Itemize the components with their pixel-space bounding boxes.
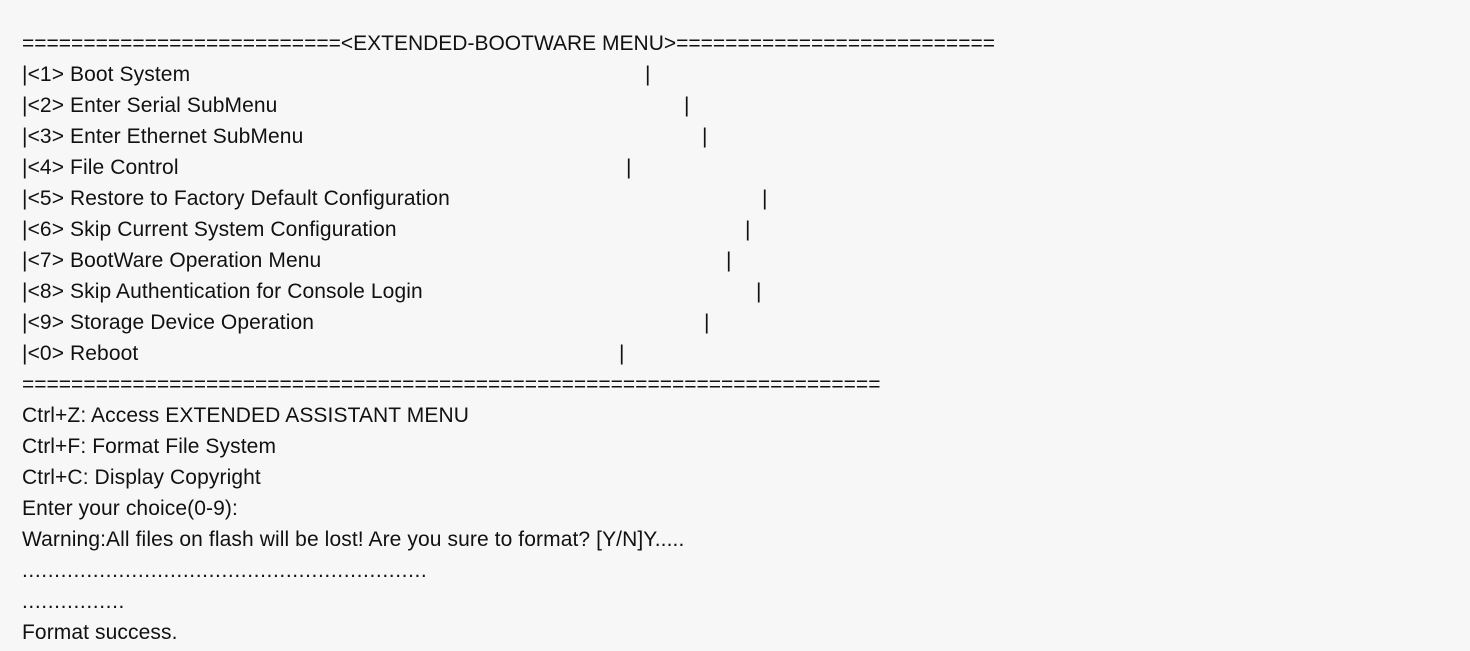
menu-border-left: | bbox=[22, 311, 28, 334]
menu-item-0[interactable]: |<0> Reboot| bbox=[0, 338, 1470, 369]
page-title: <EXTENDED-BOOTWARE MENU> bbox=[340, 32, 677, 55]
menu-item-key: <2> bbox=[27, 94, 65, 117]
menu-item-2[interactable]: |<2> Enter Serial SubMenu| bbox=[0, 90, 1470, 121]
menu-header-line: ==========================<EXTENDED-BOOT… bbox=[0, 28, 1470, 59]
menu-item-label: Storage Device Operation bbox=[70, 311, 315, 334]
menu-item-key: <3> bbox=[27, 125, 65, 148]
menu-item-label: Enter Serial SubMenu bbox=[70, 94, 278, 117]
menu-item-key: <4> bbox=[27, 156, 65, 179]
menu-item-key: <0> bbox=[27, 342, 65, 365]
menu-border-left: | bbox=[22, 125, 28, 148]
menu-item-label: File Control bbox=[70, 156, 179, 179]
menu-item-4[interactable]: |<4> File Control| bbox=[0, 152, 1470, 183]
menu-item-label: Restore to Factory Default Configuration bbox=[70, 187, 450, 210]
menu-item-9[interactable]: |<9> Storage Device Operation| bbox=[0, 307, 1470, 338]
menu-border-left: | bbox=[22, 249, 28, 272]
menu-item-6[interactable]: |<6> Skip Current System Configuration| bbox=[0, 214, 1470, 245]
menu-border-right: | bbox=[704, 311, 710, 334]
menu-item-label: Enter Ethernet SubMenu bbox=[70, 125, 304, 148]
menu-item-label: Reboot bbox=[70, 342, 139, 365]
progress-dots-line-2: ................ bbox=[22, 590, 125, 613]
shortcut-list: Ctrl+Z: Access EXTENDED ASSISTANT MENU Ct… bbox=[0, 400, 1470, 493]
menu-border-right: | bbox=[762, 187, 768, 210]
menu-item-key: <6> bbox=[27, 218, 65, 241]
menu-item-1[interactable]: |<1> Boot System| bbox=[0, 59, 1470, 90]
menu-item-key: <7> bbox=[27, 249, 65, 272]
top-spacer bbox=[0, 0, 1470, 28]
menu-item-8[interactable]: |<8> Skip Authentication for Console Log… bbox=[0, 276, 1470, 307]
menu-item-key: <8> bbox=[27, 280, 65, 303]
menu-border-left: | bbox=[22, 342, 28, 365]
menu-border-right: | bbox=[619, 342, 625, 365]
menu-item-label: BootWare Operation Menu bbox=[70, 249, 322, 272]
menu-border-right: | bbox=[745, 218, 751, 241]
menu-border-right: | bbox=[645, 63, 651, 86]
menu-item-label: Skip Current System Configuration bbox=[70, 218, 397, 241]
menu-item-3[interactable]: |<3> Enter Ethernet SubMenu| bbox=[0, 121, 1470, 152]
shortcut-line-3: Ctrl+C: Display Copyright bbox=[22, 466, 261, 489]
header-left-rule: ========================== bbox=[22, 32, 341, 55]
menu-item-key: <5> bbox=[27, 187, 65, 210]
menu-border-left: | bbox=[22, 63, 28, 86]
shortcut-line-2: Ctrl+F: Format File System bbox=[22, 435, 277, 458]
header-right-rule: ========================== bbox=[676, 32, 995, 55]
menu-item-key: <1> bbox=[27, 63, 65, 86]
bootware-menu: |<1> Boot System||<2> Enter Serial SubMe… bbox=[0, 59, 1470, 369]
menu-border-left: | bbox=[22, 218, 28, 241]
choice-prompt[interactable]: Enter your choice(0-9): bbox=[22, 497, 238, 520]
menu-border-right: | bbox=[626, 156, 632, 179]
menu-item-label: Boot System bbox=[70, 63, 191, 86]
menu-border-left: | bbox=[22, 94, 28, 117]
format-warning: Warning:All files on flash will be lost!… bbox=[22, 528, 685, 551]
menu-border-left: | bbox=[22, 280, 28, 303]
menu-footer-line: ========================================… bbox=[22, 373, 881, 396]
menu-border-right: | bbox=[756, 280, 762, 303]
menu-border-right: | bbox=[684, 94, 690, 117]
menu-border-left: | bbox=[22, 156, 28, 179]
menu-border-right: | bbox=[726, 249, 732, 272]
menu-item-key: <9> bbox=[27, 311, 65, 334]
menu-item-label: Skip Authentication for Console Login bbox=[70, 280, 423, 303]
menu-border-left: | bbox=[22, 187, 28, 210]
menu-item-7[interactable]: |<7> BootWare Operation Menu| bbox=[0, 245, 1470, 276]
menu-item-5[interactable]: |<5> Restore to Factory Default Configur… bbox=[0, 183, 1470, 214]
format-result: Format success. bbox=[22, 621, 178, 644]
menu-border-right: | bbox=[702, 125, 708, 148]
shortcut-line-1: Ctrl+Z: Access EXTENDED ASSISTANT MENU bbox=[22, 404, 470, 427]
progress-dots-line-1: ........................................… bbox=[22, 559, 428, 582]
